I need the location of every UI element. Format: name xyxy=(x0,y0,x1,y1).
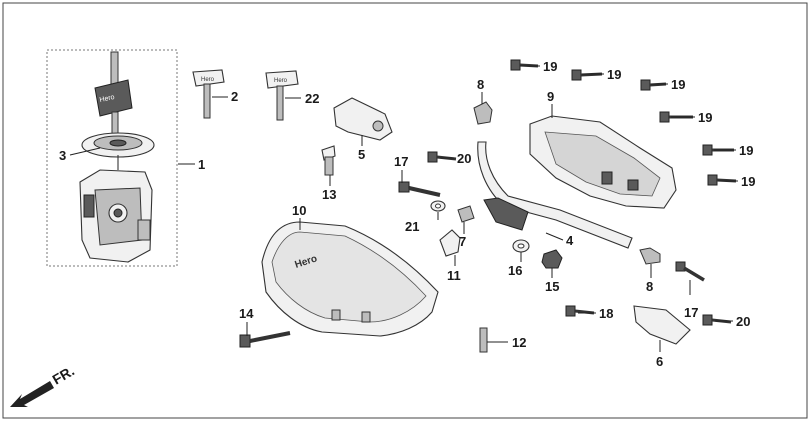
callout-9: 9 xyxy=(547,89,554,104)
callout-3: 3 xyxy=(59,148,66,163)
key-2: Hero xyxy=(192,69,225,119)
callout-19-b: 19 xyxy=(607,67,621,82)
callout-1: 1 xyxy=(198,157,205,172)
bracket-6 xyxy=(633,305,691,345)
screw-18 xyxy=(565,305,595,317)
callout-11: 11 xyxy=(447,268,461,283)
callout-17-right: 17 xyxy=(684,305,698,320)
callout-22: 22 xyxy=(305,91,319,106)
callout-21: 21 xyxy=(405,219,419,234)
washer-16 xyxy=(512,239,530,253)
screw-19-a xyxy=(510,59,539,71)
callout-8-upper: 8 xyxy=(477,77,484,92)
callout-13: 13 xyxy=(322,187,336,202)
callout-20-left: 20 xyxy=(457,151,471,166)
screw-19-c xyxy=(640,79,667,91)
screw-14 xyxy=(239,331,291,348)
leader-lines xyxy=(69,65,738,352)
callout-2: 2 xyxy=(231,89,238,104)
callout-19-e: 19 xyxy=(739,143,753,158)
bolt-17-left xyxy=(398,181,441,197)
callout-15: 15 xyxy=(545,279,559,294)
callout-5: 5 xyxy=(358,147,365,162)
screw-19-f xyxy=(707,174,737,186)
callout-12: 12 xyxy=(512,335,526,350)
callout-19-a: 19 xyxy=(543,59,557,74)
callout-7: 7 xyxy=(459,234,466,249)
clip-7 xyxy=(457,205,475,223)
callout-labels: 1 2 3 4 5 6 7 8 8 9 10 11 12 13 14 15 16… xyxy=(59,59,755,369)
pin-12 xyxy=(479,327,488,353)
callout-4: 4 xyxy=(566,233,574,248)
callout-8-lower: 8 xyxy=(646,279,653,294)
screw-20-right xyxy=(702,314,732,326)
rivet-13 xyxy=(321,145,336,176)
assembly-dashed-box xyxy=(46,49,178,267)
callout-19-c: 19 xyxy=(671,77,685,92)
callout-6: 6 xyxy=(656,354,663,369)
front-cover-10: Hero xyxy=(261,221,439,337)
callout-19-d: 19 xyxy=(698,110,712,125)
bracket-11 xyxy=(439,229,461,257)
screw-19-b xyxy=(571,69,603,81)
bolt-8-upper xyxy=(473,101,493,125)
front-label: FR. xyxy=(50,362,78,387)
callout-17-left: 17 xyxy=(394,154,408,169)
ignition-lock-assembly: Hero xyxy=(46,49,178,267)
callout-20-right: 20 xyxy=(736,314,750,329)
washer-21 xyxy=(430,200,446,212)
callout-14: 14 xyxy=(239,306,254,321)
screw-20-left xyxy=(427,151,457,163)
bolt-17-right xyxy=(675,261,705,282)
callout-10: 10 xyxy=(292,203,306,218)
bracket-5 xyxy=(333,97,393,141)
nut-15 xyxy=(541,249,563,269)
key22-logo: Hero xyxy=(274,78,288,84)
front-direction-arrow: FR. xyxy=(10,362,77,407)
key-logo: Hero xyxy=(99,94,115,104)
callout-16: 16 xyxy=(508,263,522,278)
handlebar-cover-9 xyxy=(529,115,677,209)
key2-logo: Hero xyxy=(201,77,215,83)
bolt-8-lower xyxy=(639,247,661,265)
callout-19-f: 19 xyxy=(741,174,755,189)
key-22: Hero xyxy=(265,70,299,121)
callout-18: 18 xyxy=(599,306,613,321)
handlebar-4 xyxy=(477,141,633,249)
